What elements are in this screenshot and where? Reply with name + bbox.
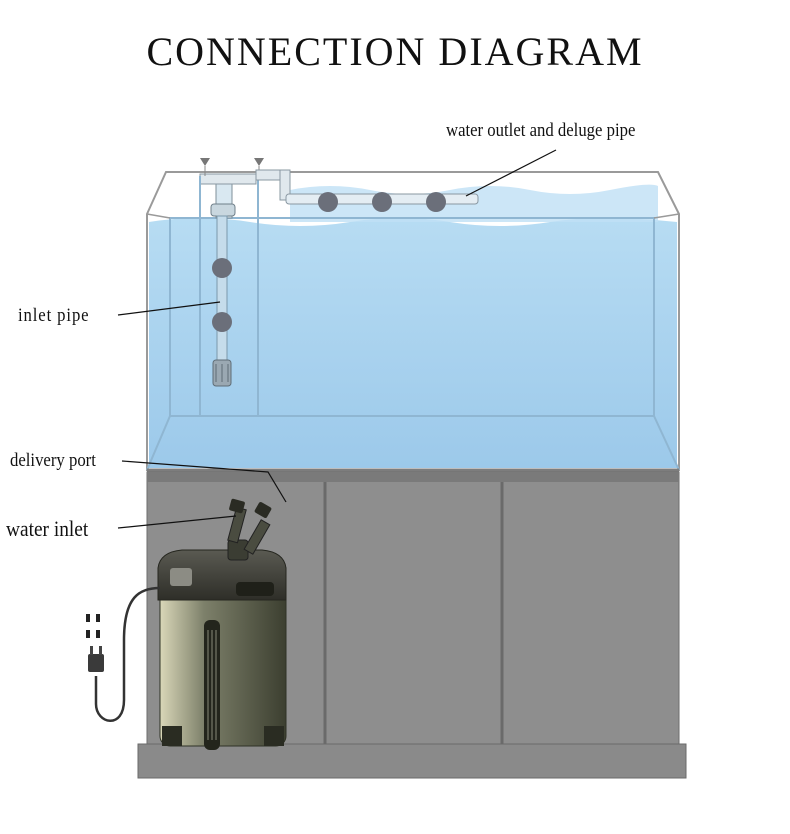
diagram-title: CONNECTION DIAGRAM bbox=[146, 29, 644, 74]
power-plug-icon bbox=[86, 586, 161, 722]
leader-inlet-pipe bbox=[117, 301, 221, 316]
leader-outlet bbox=[465, 149, 557, 197]
label-inlet-pipe: inlet pipe bbox=[18, 305, 90, 326]
label-water-inlet: water inlet bbox=[6, 516, 89, 541]
tank-icon bbox=[146, 171, 680, 472]
leader-delivery-port bbox=[121, 460, 287, 503]
deluge-pipe-icon bbox=[255, 169, 479, 212]
leader-lines bbox=[117, 149, 557, 529]
leader-water-inlet bbox=[117, 515, 237, 529]
label-delivery-port: delivery port bbox=[10, 450, 96, 471]
label-water-outlet: water outlet and deluge pipe bbox=[446, 120, 636, 141]
canister-filter-icon bbox=[157, 498, 287, 750]
inlet-pipe-icon bbox=[199, 158, 264, 416]
